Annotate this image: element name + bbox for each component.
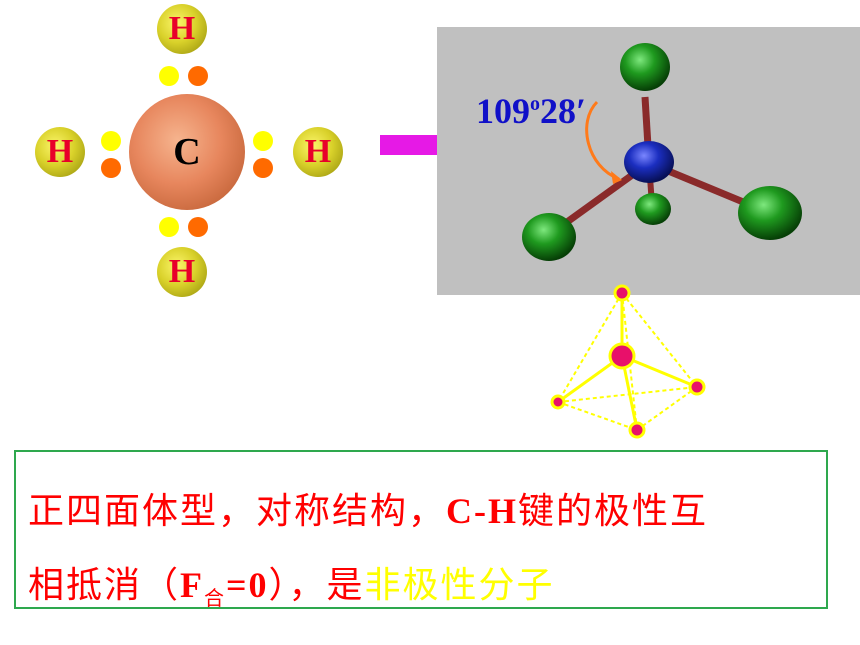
hydrogen-label: H [46,133,74,170]
carbon-atom: C [129,94,245,210]
electron-dot [101,131,121,151]
description-line-2: 相抵消（F合=0），是非极性分子 [28,565,555,610]
hydrogen-atom-left: H [35,127,85,177]
methane-3d-model [522,43,802,261]
hydrogen-ball [738,186,802,240]
electron-dot [253,131,273,151]
hydrogen-ball [635,193,671,225]
carbon-label: C [173,131,201,173]
electron-dot [253,158,273,178]
hydrogen-ball [620,43,670,91]
electron-dot [159,217,179,237]
hydrogen-label: H [168,253,196,290]
hydrogen-label: H [168,10,196,47]
hydrogen-atom-top: H [157,4,207,54]
ball-and-stick-model [437,27,860,295]
electron-dot [188,66,208,86]
bond-angle-label: 109o28′ [476,91,587,131]
hydrogen-atom-bottom: H [157,247,207,297]
carbon-ball [624,141,674,183]
nonpolar-highlight: 非极性分子 [364,565,555,606]
description-box: 正四面体型，对称结构，C-H键的极性互 相抵消（F合=0），是非极性分子 [14,450,828,610]
tetrahedron-diagram [550,284,706,439]
electron-dot [188,217,208,237]
hydrogen-ball [522,213,576,261]
electron-dot [159,66,179,86]
hydrogen-atom-right: H [293,127,343,177]
description-line-1: 正四面体型，对称结构，C-H键的极性互 [28,491,709,532]
electron-dot [101,158,121,178]
hydrogen-label: H [304,133,332,170]
